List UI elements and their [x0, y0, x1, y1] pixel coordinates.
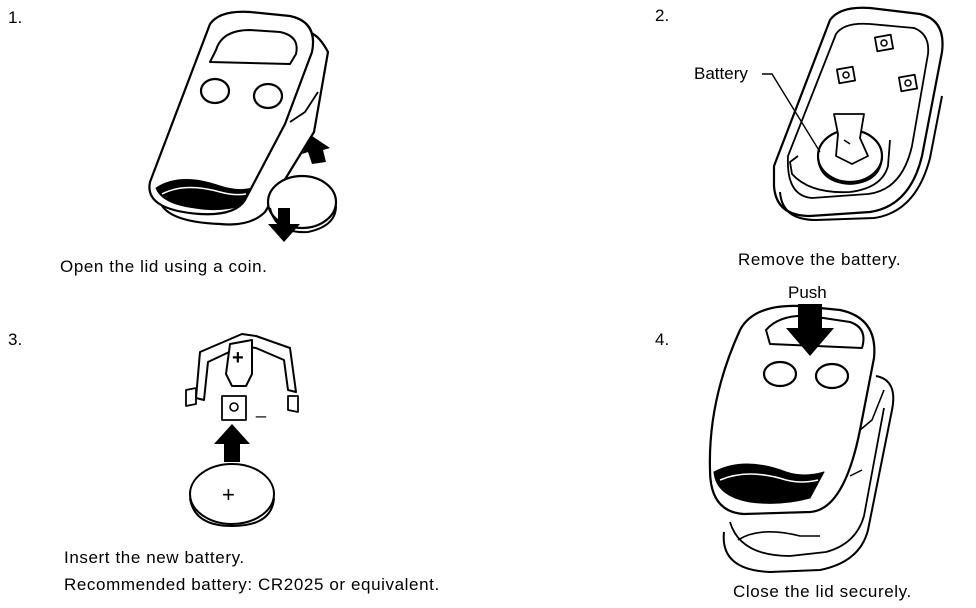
minus-sign: _	[255, 398, 267, 419]
battery-clip-icon	[196, 334, 296, 400]
lid-shell	[724, 376, 894, 572]
contact-right-icon	[899, 75, 917, 92]
top-button-icon	[766, 316, 864, 348]
grip-icon	[156, 179, 252, 209]
remote-body	[710, 306, 874, 514]
down-arrow-icon	[268, 208, 300, 242]
left-button-icon	[201, 79, 229, 103]
battery-plus-sign: +	[222, 482, 235, 507]
clip-plus-sign: +	[232, 347, 244, 369]
step-4-illustration	[700, 304, 900, 580]
contact-top-icon	[875, 35, 893, 52]
battery-clip-icon	[834, 114, 868, 164]
remote-body	[149, 12, 313, 214]
right-button-icon	[816, 364, 848, 388]
insert-arrow-icon	[214, 424, 250, 462]
lift-arrow-icon	[302, 136, 330, 164]
remote-case	[774, 8, 943, 216]
step-2-caption: Remove the battery.	[738, 250, 902, 269]
top-button-icon	[210, 30, 297, 64]
step-4-caption: Close the lid securely.	[733, 582, 912, 601]
step-1-number: 1.	[8, 8, 23, 27]
step-2-number: 2.	[655, 6, 670, 25]
step-1-caption: Open the lid using a coin.	[60, 257, 268, 276]
battery-leader-line	[760, 70, 830, 160]
push-label: Push	[788, 283, 827, 302]
right-button-icon	[254, 84, 282, 108]
step-4-number: 4.	[655, 330, 670, 349]
contact-left-icon	[837, 67, 855, 84]
new-battery-icon	[190, 464, 274, 524]
push-arrow-icon	[786, 304, 834, 356]
left-button-icon	[764, 362, 796, 386]
step-1-illustration	[140, 12, 350, 242]
step-3-caption-line-2: Recommended battery: CR2025 or equivalen…	[64, 575, 440, 594]
battery-label: Battery	[694, 64, 748, 83]
step-3-caption-line-1: Insert the new battery.	[64, 548, 245, 567]
step-3-number: 3.	[8, 330, 23, 349]
step-3-illustration: + _ +	[180, 330, 305, 530]
step-2-illustration	[770, 6, 950, 231]
negative-contact-icon	[222, 396, 246, 420]
clip-tab-icon	[226, 340, 252, 386]
